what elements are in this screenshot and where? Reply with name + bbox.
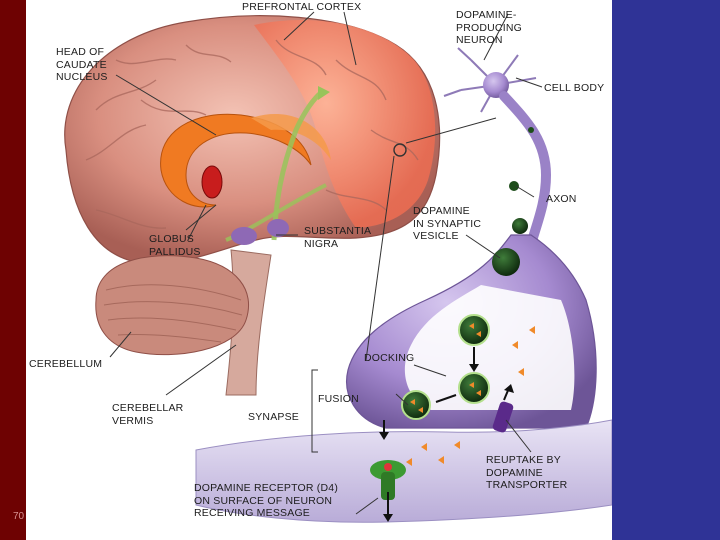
label-cerebellum: CEREBELLUM [29,358,103,370]
label-dopamine-vesicle: DOPAMINE IN SYNAPTIC VESICLE [413,205,482,242]
synapse-bracket [311,369,318,453]
terminal-cutaway [404,285,575,410]
label-synapse: SYNAPSE [248,411,300,423]
cerebellum-folds [103,284,243,343]
dopamine-molecules [406,326,535,466]
label-dopamine-receptor: DOPAMINE RECEPTOR (D4) ON SURFACE OF NEU… [194,482,339,519]
brain-neuron-illustration [64,11,612,523]
zoom-marker [393,143,407,157]
right-border-band [612,0,720,540]
cerebellum [95,255,250,356]
label-docking: DOCKING [364,352,415,364]
brain-gyri [85,39,419,229]
dopamine-transporter [492,401,514,433]
prefrontal-region [254,20,436,229]
label-fusion: FUSION [318,393,359,405]
label-cerebellar-vermis: CEREBELLAR VERMIS [112,402,184,427]
leader-lines [109,11,543,515]
dopamine-receptor [370,460,406,522]
slide-number: 70 [13,511,25,522]
label-substantia-nigra: SUBSTANTIA NIGRA [304,225,372,250]
label-reuptake: REUPTAKE BY DOPAMINE TRANSPORTER [486,454,568,491]
label-head-of-caudate: HEAD OF CAUDATE NUCLEUS [56,46,108,83]
substantia-nigra [231,227,257,245]
label-globus-pallidus: GLOBUS PALLIDUS [149,233,201,258]
synaptic-vesicles [401,248,520,420]
label-dopamine-producing-neuron: DOPAMINE- PRODUCING NEURON [456,9,522,46]
label-prefrontal-cortex: PREFRONTAL CORTEX [242,1,362,13]
left-border-band [0,0,26,540]
label-axon: AXON [546,193,577,205]
label-cell-body: CELL BODY [544,82,605,94]
globus-pallidus [201,165,223,199]
diagram-panel: PREFRONTAL CORTEX DOPAMINE- PRODUCING NE… [26,0,612,540]
